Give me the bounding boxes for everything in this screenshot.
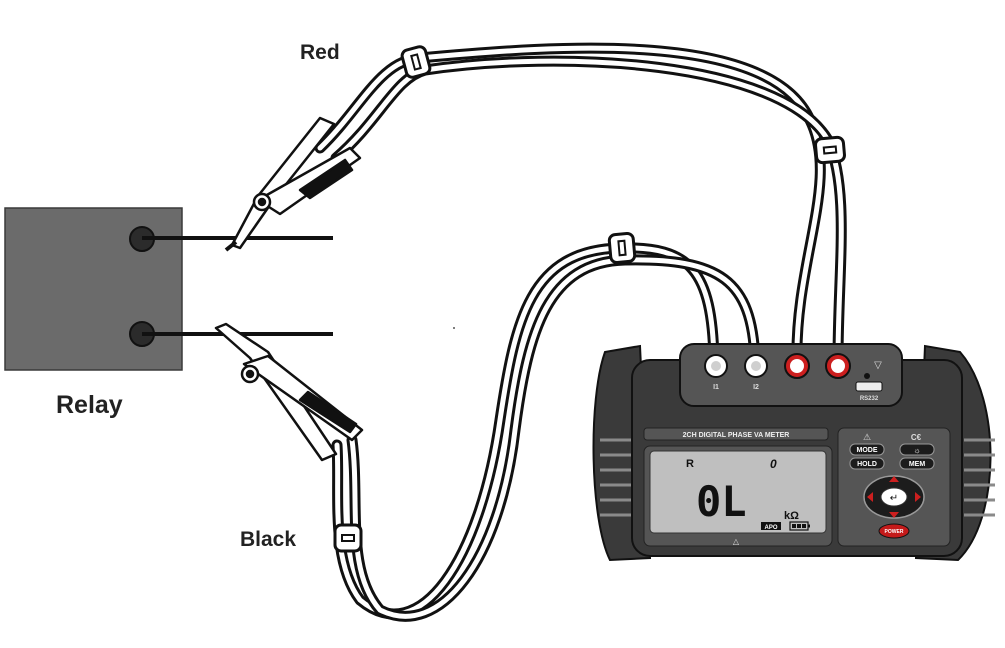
lcd-apo-badge [761, 522, 781, 530]
warning-triangle-lcd-icon: △ [733, 537, 740, 546]
warning-triangle-top-icon: ▽ [874, 360, 882, 371]
lcd-screen [649, 450, 827, 534]
black-test-clip [214, 322, 364, 462]
battery-icon [789, 521, 810, 531]
rs232-port[interactable] [855, 381, 883, 392]
mem-button[interactable]: MEM [899, 457, 935, 470]
mem-button-label: MEM [909, 461, 926, 468]
relay-box [4, 207, 183, 371]
red-cable-b [330, 55, 847, 366]
cables [314, 42, 847, 622]
stray-dot [453, 327, 455, 329]
lcd-unit: kΩ [784, 510, 799, 522]
jack-3-red[interactable] [784, 353, 810, 379]
jack-1[interactable] [704, 354, 728, 378]
power-button-label: POWER [885, 529, 904, 535]
nav-right-arrow-icon[interactable] [915, 492, 921, 502]
jack-2-label: I2 [753, 384, 759, 391]
cable-splitter-black-top [607, 232, 637, 264]
hold-button-label: HOLD [857, 461, 877, 468]
lcd-apo-text: APO [764, 525, 777, 531]
black-lead-label: Black [240, 528, 296, 551]
ce-mark: C€ [911, 433, 922, 442]
rs232-label: RS232 [860, 396, 879, 402]
hold-button[interactable]: HOLD [849, 457, 885, 470]
red-lead-label: Red [300, 41, 340, 64]
power-button[interactable]: POWER [878, 523, 910, 539]
lcd-mode-indicator: R [686, 458, 694, 470]
mode-button[interactable]: MODE [849, 443, 885, 456]
cable-splitter-red-right [814, 135, 846, 165]
nav-down-arrow-icon[interactable] [889, 512, 899, 518]
jack-2[interactable] [744, 354, 768, 378]
relay [4, 207, 333, 371]
cable-splitter-black-bottom [333, 523, 363, 553]
light-button[interactable]: ☼ [899, 443, 935, 456]
warning-icon: ⚠ [863, 432, 871, 442]
lcd-range-indicator: 0 [770, 457, 777, 471]
nav-up-arrow-icon[interactable] [889, 476, 899, 482]
jack-1-label: I1 [713, 384, 719, 391]
mode-button-label: MODE [857, 447, 878, 454]
grip-ribs-left [600, 438, 636, 517]
indicator-led [864, 373, 870, 379]
grip-ribs-right [964, 438, 995, 517]
lcd-reading: 0L [696, 477, 747, 526]
model-strip [643, 427, 829, 441]
relay-label: Relay [56, 391, 123, 419]
light-button-label: ☼ [913, 446, 920, 455]
nav-left-arrow-icon[interactable] [867, 492, 873, 502]
enter-icon[interactable]: ↵ [890, 493, 898, 504]
jack-4-red[interactable] [825, 353, 851, 379]
cable-splitter-red-top [400, 45, 432, 79]
model-strip-text: 2CH DIGITAL PHASE VA METER [683, 432, 790, 439]
red-test-clip [224, 116, 362, 252]
navigation-pad[interactable]: ↵ [863, 475, 925, 519]
clamp-meter: I1 I2 RS232 ▽ 2CH DIGITAL PHASE VA METER… [592, 343, 995, 562]
